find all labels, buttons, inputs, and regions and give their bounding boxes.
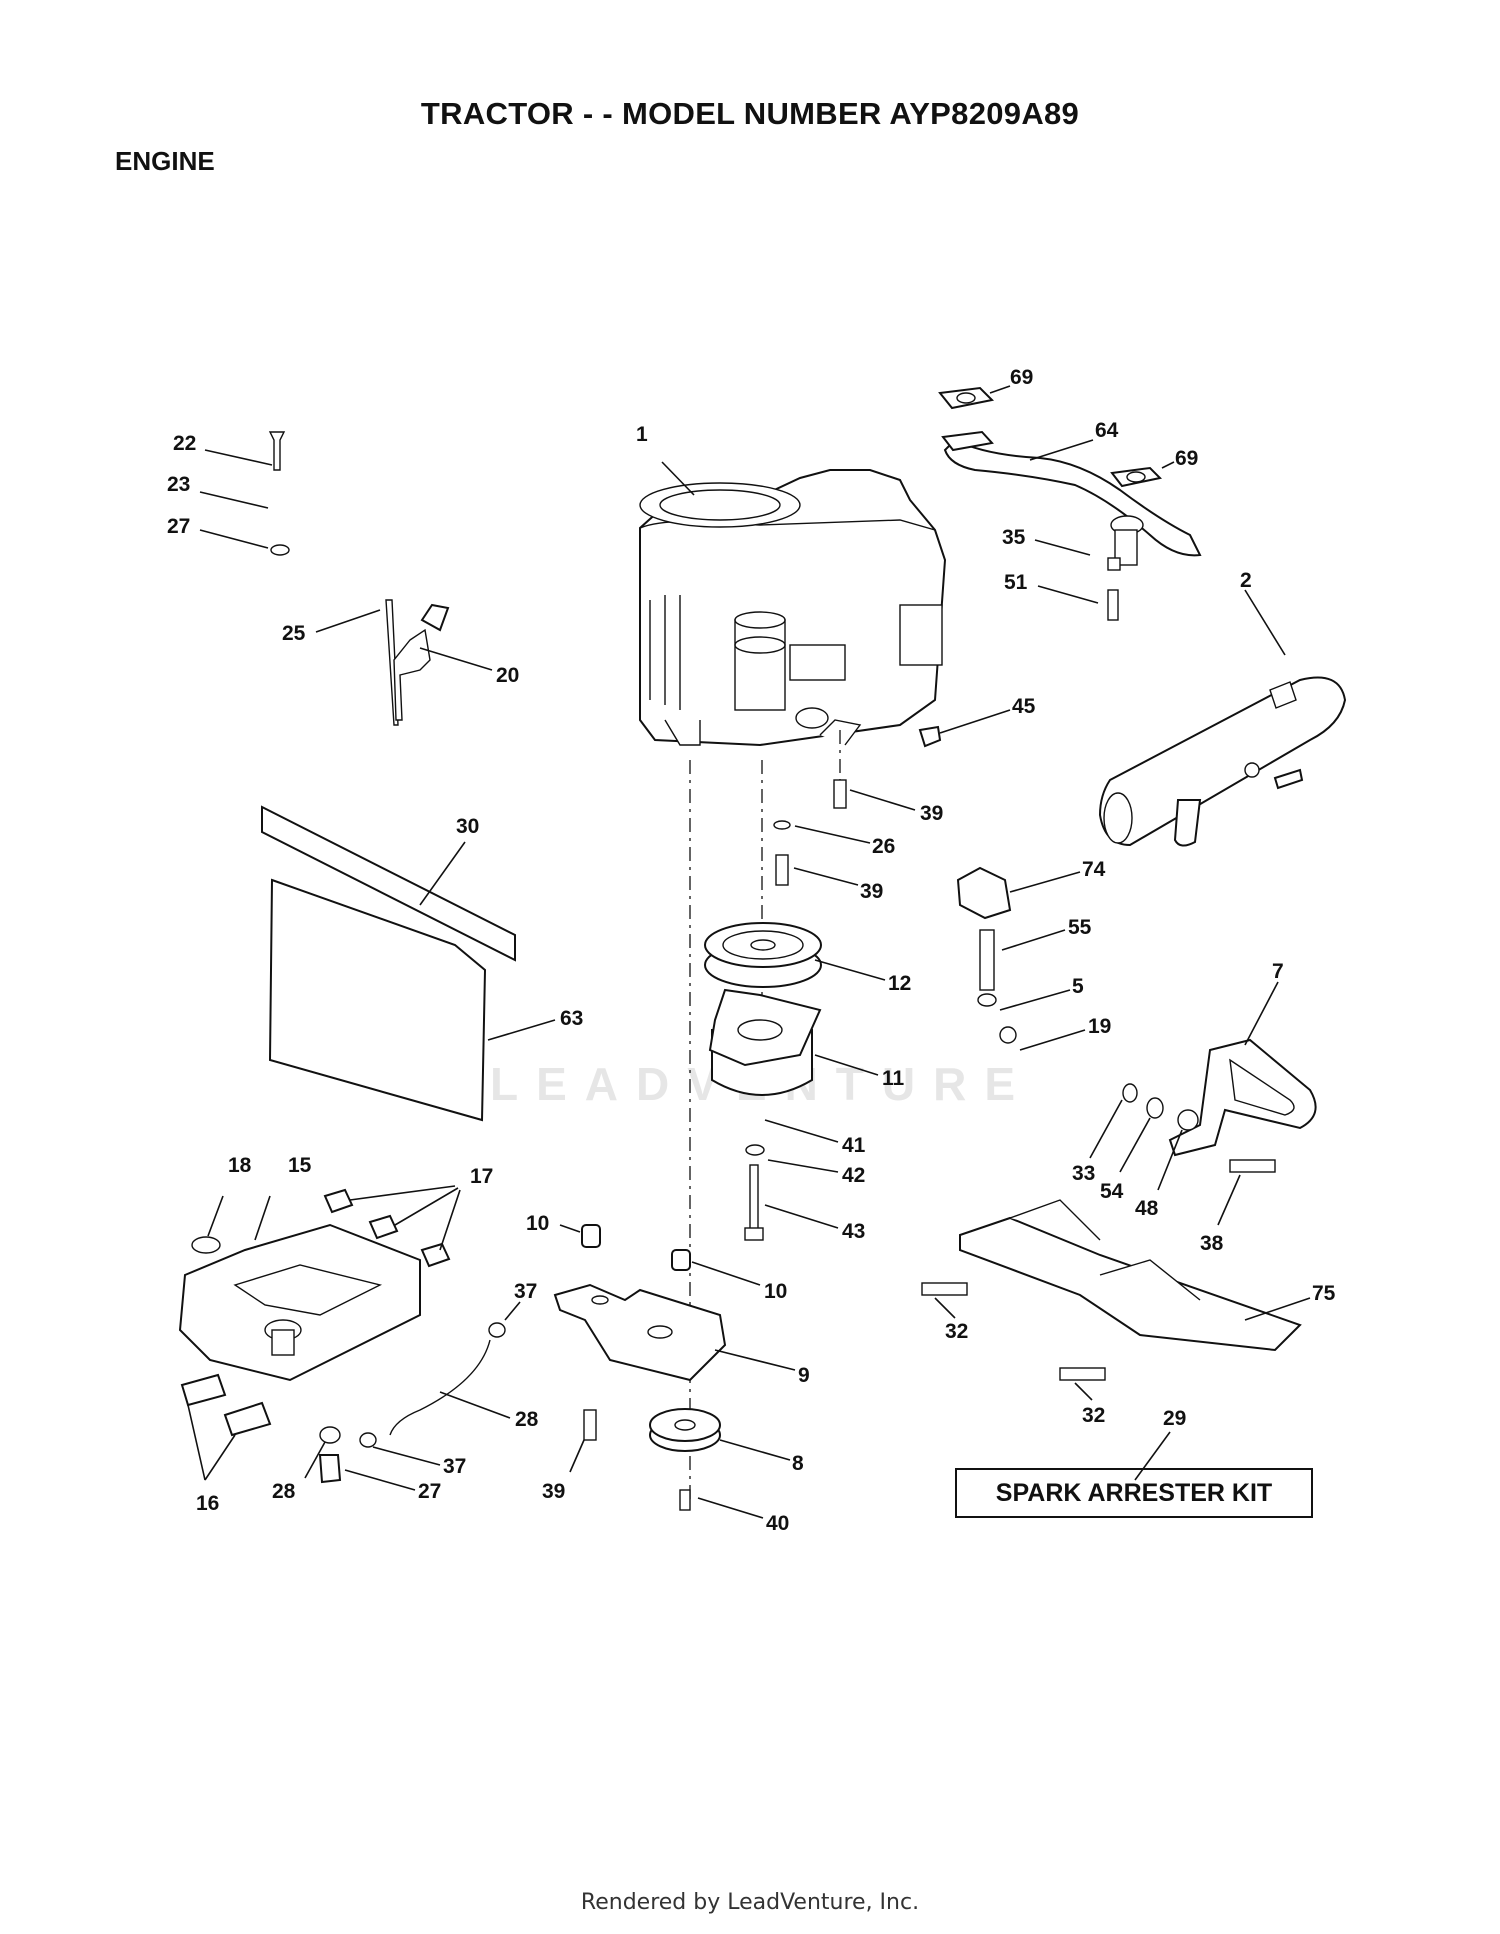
callout-48[interactable]: 48 xyxy=(1135,1197,1159,1220)
callout-41[interactable]: 41 xyxy=(842,1134,866,1157)
callout-40[interactable]: 40 xyxy=(766,1512,789,1535)
callout-37a[interactable]: 37 xyxy=(514,1280,537,1303)
callout-5[interactable]: 5 xyxy=(1072,975,1084,998)
callout-18[interactable]: 18 xyxy=(228,1154,252,1177)
pulley-part[interactable] xyxy=(704,922,822,988)
muffler-bracket-part[interactable] xyxy=(1168,1038,1317,1157)
gasket-lower-part[interactable] xyxy=(1110,466,1163,488)
callout-2[interactable]: 2 xyxy=(1240,569,1252,592)
callout-35[interactable]: 35 xyxy=(1002,526,1026,549)
gasket-upper-part[interactable] xyxy=(938,386,995,410)
callout-1[interactable]: 1 xyxy=(636,423,648,446)
callout-26: 28 xyxy=(272,1480,296,1503)
callout-32a[interactable]: 32 xyxy=(945,1320,968,1343)
callout-21[interactable]: 25 xyxy=(282,622,306,645)
callout-15[interactable]: 15 xyxy=(288,1154,312,1177)
callout-19[interactable]: 19 xyxy=(1088,1015,1111,1038)
callout-20[interactable]: 20 xyxy=(496,664,519,687)
spark-arrester-shield-part[interactable] xyxy=(959,1199,1302,1352)
spark-arrester-kit-label: SPARK ARRESTER KIT xyxy=(955,1468,1313,1518)
footer-credit: Rendered by LeadVenture, Inc. xyxy=(580,1890,920,1915)
callout-39a[interactable]: 39 xyxy=(920,802,943,825)
callout-8[interactable]: 8 xyxy=(792,1452,804,1475)
section-title: ENGINE xyxy=(115,146,215,176)
callout-32b[interactable]: 32 xyxy=(1082,1404,1105,1427)
callout-75[interactable]: 75 xyxy=(1312,1282,1336,1305)
idler-bracket-part[interactable] xyxy=(553,1283,727,1382)
callout-74[interactable]: 74 xyxy=(1082,858,1106,881)
callout-69b[interactable]: 69 xyxy=(1175,447,1198,470)
callout-27: 27 xyxy=(418,1480,441,1503)
fuel-tank-part[interactable] xyxy=(178,1223,421,1382)
clutch-part[interactable] xyxy=(708,988,822,1096)
callout-22[interactable]: 22 xyxy=(173,432,196,455)
callout-63[interactable]: 63 xyxy=(560,1007,583,1030)
exhaust-manifold-part[interactable] xyxy=(943,438,1202,566)
callout-33[interactable]: 33 xyxy=(1072,1162,1095,1185)
muffler-part[interactable] xyxy=(1098,676,1347,847)
callout-29[interactable]: 29 xyxy=(1163,1407,1186,1430)
callout-69a[interactable]: 69 xyxy=(1010,366,1033,389)
heat-shield-part[interactable] xyxy=(261,805,516,1122)
callout-42[interactable]: 42 xyxy=(842,1164,865,1187)
callout-39c[interactable]: 39 xyxy=(542,1480,565,1503)
callout-55[interactable]: 55 xyxy=(1068,916,1092,939)
callout-11[interactable]: 11 xyxy=(882,1067,905,1090)
callout-39b[interactable]: 39 xyxy=(860,880,883,903)
callout-45[interactable]: 45 xyxy=(1012,695,1036,718)
callout-23[interactable]: 23 xyxy=(167,473,190,496)
callout-37b[interactable]: 37 xyxy=(443,1455,466,1478)
callout-38[interactable]: 38 xyxy=(1200,1232,1224,1255)
engine-part[interactable] xyxy=(639,469,947,747)
callout-16[interactable]: 16 xyxy=(196,1492,219,1515)
callout-43[interactable]: 43 xyxy=(842,1220,865,1243)
oil-fill-part[interactable] xyxy=(393,603,450,721)
callout-51[interactable]: 64 xyxy=(1095,419,1119,442)
callout-49[interactable]: 51 xyxy=(1004,571,1028,594)
callout-7[interactable]: 7 xyxy=(1272,960,1284,983)
callout-10a[interactable]: 10 xyxy=(526,1212,549,1235)
callout-10b[interactable]: 10 xyxy=(764,1280,787,1303)
callout-9[interactable]: 9 xyxy=(798,1364,810,1387)
callout-25[interactable]: 27 xyxy=(167,515,190,538)
callout-12[interactable]: 12 xyxy=(888,972,911,995)
callout-24[interactable]: 26 xyxy=(872,835,895,858)
callout-28[interactable]: 28 xyxy=(515,1408,539,1431)
page-title: TRACTOR - - MODEL NUMBER AYP8209A89 xyxy=(420,96,1080,131)
callout-30[interactable]: 30 xyxy=(456,815,479,838)
spark-arrester-cap-part[interactable] xyxy=(956,866,1012,920)
idler-pulley-part[interactable] xyxy=(649,1408,721,1452)
callout-17[interactable]: 17 xyxy=(470,1165,493,1188)
callout-54[interactable]: 54 xyxy=(1100,1180,1124,1203)
